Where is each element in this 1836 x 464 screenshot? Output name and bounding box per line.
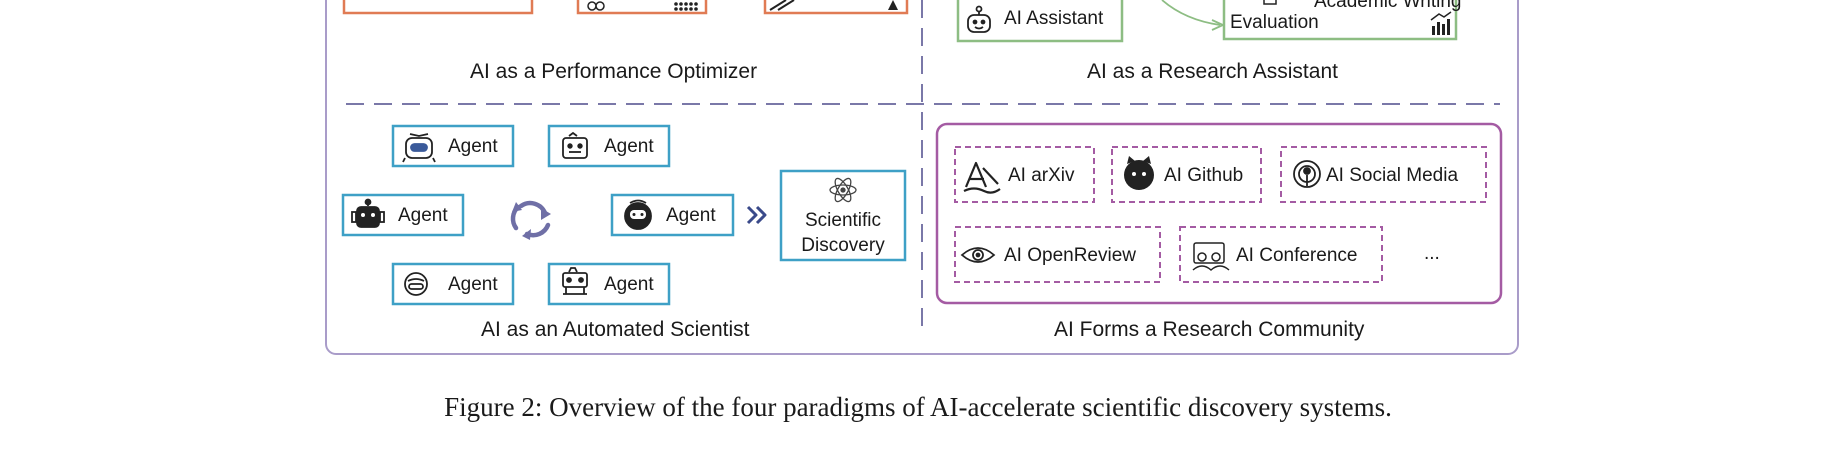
agent-box-2 <box>547 124 671 168</box>
eye-icon <box>960 247 996 263</box>
arxiv-icon <box>963 161 1001 194</box>
conference-icon <box>1192 242 1230 272</box>
agent-box-6 <box>547 262 671 306</box>
figure-caption: Figure 2: Overview of the four paradigms… <box>444 392 1392 422</box>
automated-scientist-title: AI as an Automated Scientist <box>481 318 750 341</box>
robot-icon-5 <box>404 272 428 296</box>
community-item-box-3 <box>1280 146 1487 203</box>
agent-box-3 <box>341 193 465 237</box>
ai-assistant-box <box>956 0 1124 43</box>
robot-icon-6 <box>562 267 588 295</box>
outer-frame <box>325 0 1519 355</box>
double-chevron-icon <box>746 205 767 225</box>
community-label-social: AI Social Media <box>1326 165 1459 186</box>
pill-icon <box>769 0 795 11</box>
assistant-flow-arrow <box>1161 0 1221 26</box>
robot-icon-4 <box>624 199 652 230</box>
optimizer-title: AI as a Performance Optimizer <box>470 60 758 83</box>
writing-label-line1: Academic Writing <box>1314 0 1462 12</box>
agent-label-5: Agent <box>448 274 498 295</box>
assistant-title: AI as a Research Assistant <box>1087 60 1338 83</box>
community-label-arxiv: AI arXiv <box>1008 165 1075 186</box>
flask-icon <box>888 0 898 10</box>
academic-writing-box <box>1222 0 1458 41</box>
molecule-icon <box>587 1 605 11</box>
assistant-robot-icon <box>967 5 991 33</box>
agent-box-1 <box>391 124 515 168</box>
optimizer-box-2 <box>576 0 708 15</box>
agent-label-4: Agent <box>666 205 716 226</box>
ai-assistant-label: AI Assistant <box>1004 8 1104 29</box>
discovery-label-line1: Scientific <box>804 210 882 231</box>
agent-label-1: Agent <box>448 136 498 157</box>
community-label-openreview: AI OpenReview <box>1004 245 1137 266</box>
agent-label-2: Agent <box>604 136 654 157</box>
writing-label-line2: Evaluation <box>1230 12 1319 33</box>
bar-chart-icon <box>1430 11 1452 35</box>
dots-grid-icon <box>674 2 698 11</box>
community-item-box-4 <box>954 226 1161 283</box>
scientific-discovery-box <box>779 169 907 262</box>
discovery-label-line2: Discovery <box>801 235 885 256</box>
community-item-box-5 <box>1179 226 1383 283</box>
agent-label-3: Agent <box>398 205 448 226</box>
optimizer-box-3 <box>763 0 909 15</box>
robot-icon-3 <box>351 198 385 228</box>
robot-icon-2 <box>562 131 588 159</box>
community-item-box-1 <box>954 146 1095 203</box>
community-label-conference: AI Conference <box>1236 245 1358 266</box>
community-panel <box>935 122 1503 305</box>
robot-icon-1 <box>402 133 436 163</box>
optimizer-box-1 <box>342 0 534 15</box>
cycle-arrowheads <box>512 202 551 240</box>
agent-box-4 <box>610 193 735 237</box>
github-icon <box>1124 156 1154 190</box>
agent-label-6: Agent <box>604 274 654 295</box>
community-label-github: AI Github <box>1164 165 1244 186</box>
atom-icon <box>829 177 857 203</box>
community-title: AI Forms a Research Community <box>1054 318 1365 341</box>
document-icon <box>1263 0 1277 5</box>
agent-box-5 <box>391 262 515 306</box>
podcast-icon <box>1293 160 1321 188</box>
community-item-box-2 <box>1111 146 1262 203</box>
assistant-flow-arrowhead <box>1211 19 1226 31</box>
community-more: ... <box>1424 243 1440 264</box>
